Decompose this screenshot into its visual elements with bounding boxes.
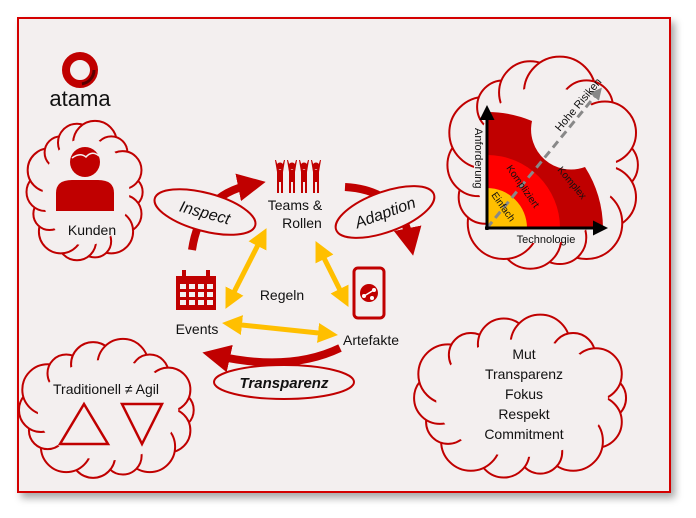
transparency-label: Transparenz [240,375,329,392]
comparison-cloud [17,337,195,479]
person-icon [56,147,114,211]
atama-logo: atama [49,52,111,111]
artifacts-label: Artefakte [343,332,399,348]
roles-label: Rollen [282,215,322,231]
value-item: Respekt [498,406,549,422]
calendar-icon [176,270,216,310]
value-item: Commitment [484,426,563,442]
teams-label: Teams & [268,197,323,213]
events-label: Events [176,321,219,337]
value-item: Transparenz [485,366,563,382]
transparency-arrow [202,344,342,373]
teams-artifacts-arrow [315,241,349,307]
y-axis-label: Anforderung [472,128,484,189]
value-item: Fokus [505,386,543,402]
comparison-label: Traditionell ≠ Agil [53,381,159,397]
customers-label: Kunden [68,222,116,238]
triangle-up-icon [57,401,111,446]
values-cloud [413,313,628,479]
x-axis-label: Technologie [517,234,576,246]
teams-events-arrow [225,228,267,309]
logo-text: atama [49,86,111,111]
inspect-ellipse [153,188,257,236]
adaption-ellipse [334,185,436,239]
transparency-ellipse [213,364,355,400]
rules-label: Regeln [260,287,304,303]
smartphone-icon [352,266,386,320]
events-artifacts-arrow [222,315,338,343]
value-item: Mut [512,346,535,362]
values-list: Mut Transparenz Fokus Respekt Commitment [484,346,563,442]
triangle-down-icon [119,402,165,447]
team-icon [275,160,321,193]
